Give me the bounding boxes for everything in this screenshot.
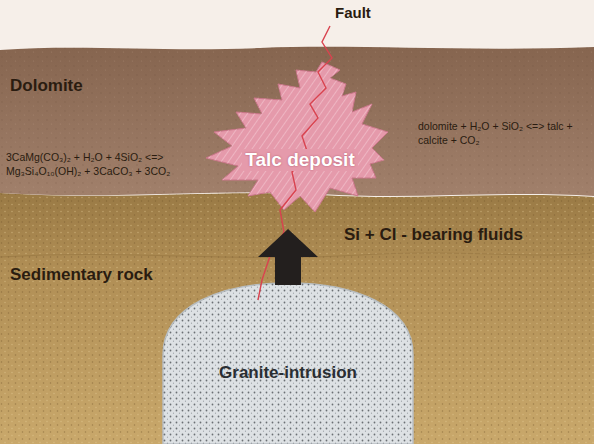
reaction-equation: dolomite + H₂O + SiO₂ <=> talc + calcite…	[418, 119, 590, 147]
talc-texture	[206, 62, 388, 212]
label-holder: 3CaMg(CO₃)₂ + H₂O + 4SiO₂ <=> Mg₃Si₄O₁₀(…	[6, 150, 204, 178]
fluid-flow-arrow	[258, 229, 318, 285]
intrusion: Granite-intrusion	[163, 283, 413, 444]
sediment-band	[0, 193, 594, 444]
rock-layer: Sedimentary rock	[0, 185, 594, 444]
label-holder: Si + Cl - bearing fluids	[344, 225, 523, 245]
fault-trace	[258, 26, 332, 300]
label-holder: Fault	[335, 3, 371, 23]
fault-label: Fault	[335, 3, 371, 23]
talc-deposit: Talc deposit	[200, 55, 400, 215]
flow-label: Si + Cl - bearing fluids	[344, 225, 523, 245]
layer-name: Granite-intrusion	[163, 363, 413, 383]
reaction-equation: 3CaMg(CO₃)₂ + H₂O + 4SiO₂ <=> Mg₃Si₄O₁₀(…	[6, 150, 204, 178]
ground-surface	[0, 0, 594, 50]
bedding-line	[0, 253, 594, 258]
shape-outline	[200, 55, 400, 215]
label-holder: dolomite + H₂O + SiO₂ <=> talc + calcite…	[418, 119, 590, 147]
talc-body	[206, 62, 388, 212]
granite-texture	[163, 283, 413, 444]
shape-outline	[0, 185, 594, 444]
layer-name: Sedimentary rock	[10, 265, 594, 285]
layer-name: Talc deposit	[242, 149, 357, 171]
granite-body	[163, 283, 413, 444]
sediment-texture	[0, 193, 594, 444]
layer-name: Dolomite	[10, 76, 594, 96]
